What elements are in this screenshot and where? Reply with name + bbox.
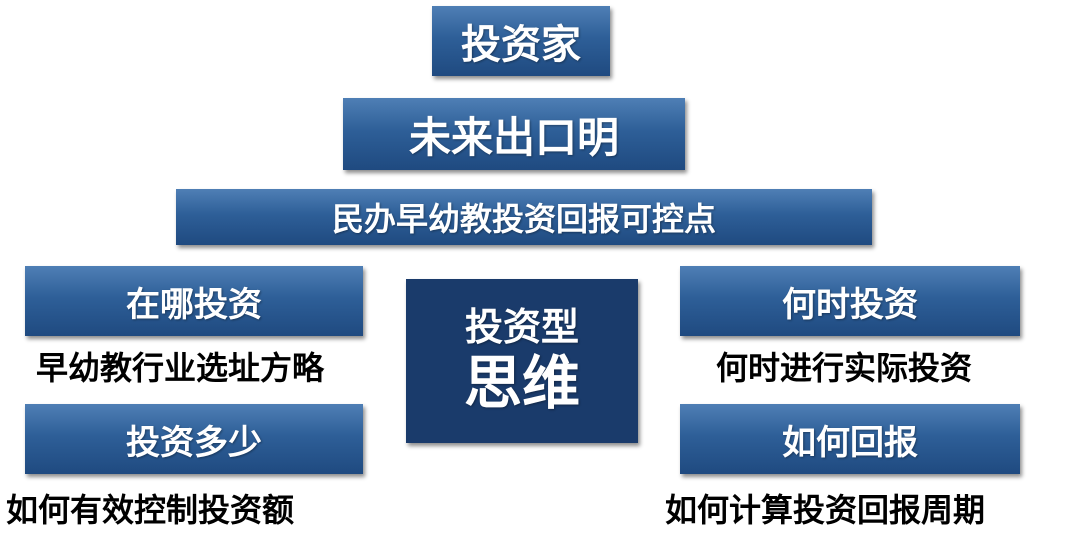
center-line1: 投资型 [464,304,579,349]
right-caption-when: 何时进行实际投资 [716,349,973,387]
second-tier-label: 未来出口明 [408,112,619,162]
left-box-where: 在哪投资 [25,266,363,336]
left-box-how-much: 投资多少 [25,404,363,474]
top-tier-box: 投资家 [432,6,610,76]
right-box-return: 如何回报 [680,404,1020,474]
right-box-return-label: 如何回报 [782,422,918,463]
center-line2: 思维 [463,348,580,417]
left-box-where-label: 在哪投资 [126,284,262,325]
top-tier-label: 投资家 [461,21,581,68]
second-tier-box: 未来出口明 [343,98,685,170]
third-tier-box: 民办早幼教投资回报可控点 [176,189,872,245]
center-box: 投资型 思维 [406,279,638,443]
left-box-how-much-label: 投资多少 [126,422,262,463]
right-caption-return: 如何计算投资回报周期 [665,491,986,529]
right-box-when: 何时投资 [680,266,1020,336]
third-tier-label: 民办早幼教投资回报可控点 [331,200,716,238]
left-caption-how-much: 如何有效控制投资额 [6,491,295,529]
right-box-when-label: 何时投资 [782,284,918,325]
left-caption-where: 早幼教行业选址方略 [36,349,325,387]
